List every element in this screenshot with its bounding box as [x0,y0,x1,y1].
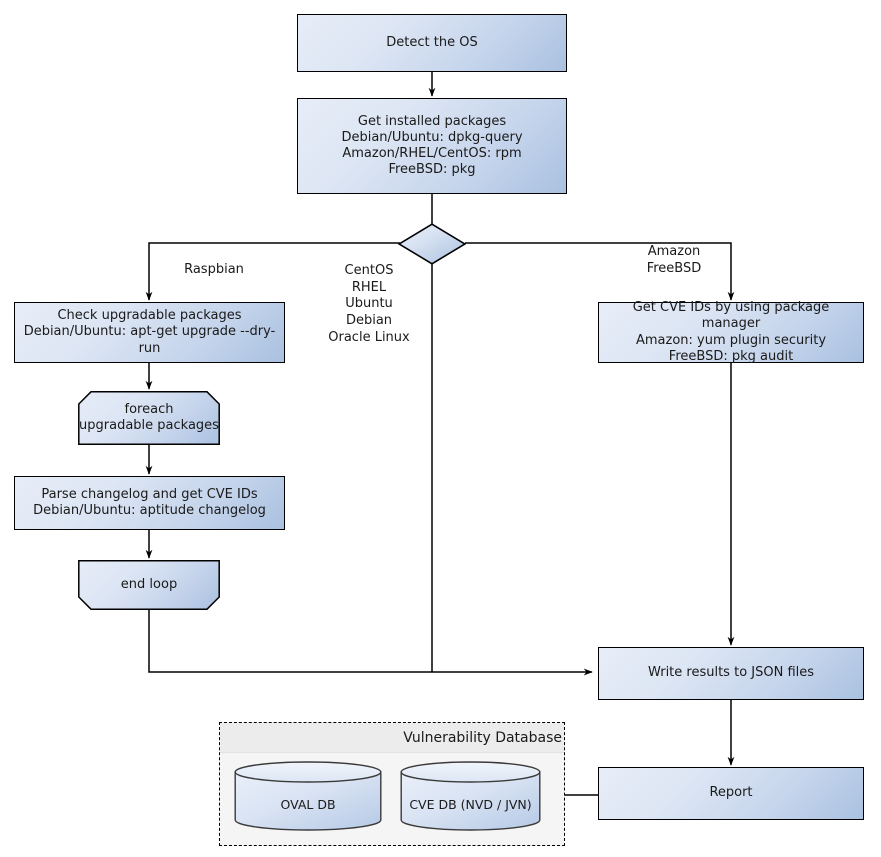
db-oval-label: OVAL DB [280,797,336,812]
node-report-label: Report [709,785,753,801]
node-get-installed-packages-label: Get installed packages Debian/Ubuntu: dp… [341,113,523,178]
node-report[interactable]: Report [598,767,864,820]
node-os-decision[interactable] [397,223,467,265]
group-vulnerability-database-title: Vulnerability Database [220,723,564,753]
node-check-upgradable-packages[interactable]: Check upgradable packages Debian/Ubuntu:… [14,302,285,363]
node-parse-changelog[interactable]: Parse changelog and get CVE IDs Debian/U… [14,476,285,530]
db-oval[interactable]: OVAL DB [234,761,382,831]
node-end-loop[interactable]: end loop [78,560,220,610]
db-oval-top [234,761,382,783]
node-get-cve-ids-package-manager-label: Get CVE IDs by using package manager Ama… [632,300,830,364]
db-cve-body [400,771,541,831]
foreach-shape [78,391,220,445]
node-write-results-json[interactable]: Write results to JSON files [598,647,864,700]
node-end-loop-label: end loop [120,576,178,592]
db-cve-label: CVE DB (NVD / JVN) [409,797,532,812]
edge-endloop-to-write [148,610,593,676]
node-get-cve-ids-package-manager[interactable]: Get CVE IDs by using package manager Ama… [598,300,864,364]
edge-label-middle-distros: CentOS RHEL Ubuntu Debian Oracle Linux [328,263,410,345]
db-cve[interactable]: CVE DB (NVD / JVN) [400,761,541,831]
node-check-upgradable-packages-label: Check upgradable packages Debian/Ubuntu:… [23,308,276,356]
node-foreach-loop-start-label: foreach upgradable packages [79,401,219,433]
node-get-installed-packages[interactable]: Get installed packages Debian/Ubuntu: dp… [297,98,567,194]
node-foreach-loop-start[interactable]: foreach upgradable packages [78,391,220,445]
db-oval-body [234,771,382,831]
node-parse-changelog-label: Parse changelog and get CVE IDs Debian/U… [33,486,266,518]
db-cve-top [400,761,541,783]
node-write-results-json-label: Write results to JSON files [647,665,815,681]
decision-diamond-shape [397,223,467,265]
end-loop-shape [78,560,220,610]
node-detect-the-os-label: Detect the OS [386,34,478,50]
node-detect-the-os[interactable]: Detect the OS [297,14,567,72]
edge-label-raspbian: Raspbian [184,262,244,277]
edge-label-amazon-freebsd: Amazon FreeBSD [646,244,702,276]
